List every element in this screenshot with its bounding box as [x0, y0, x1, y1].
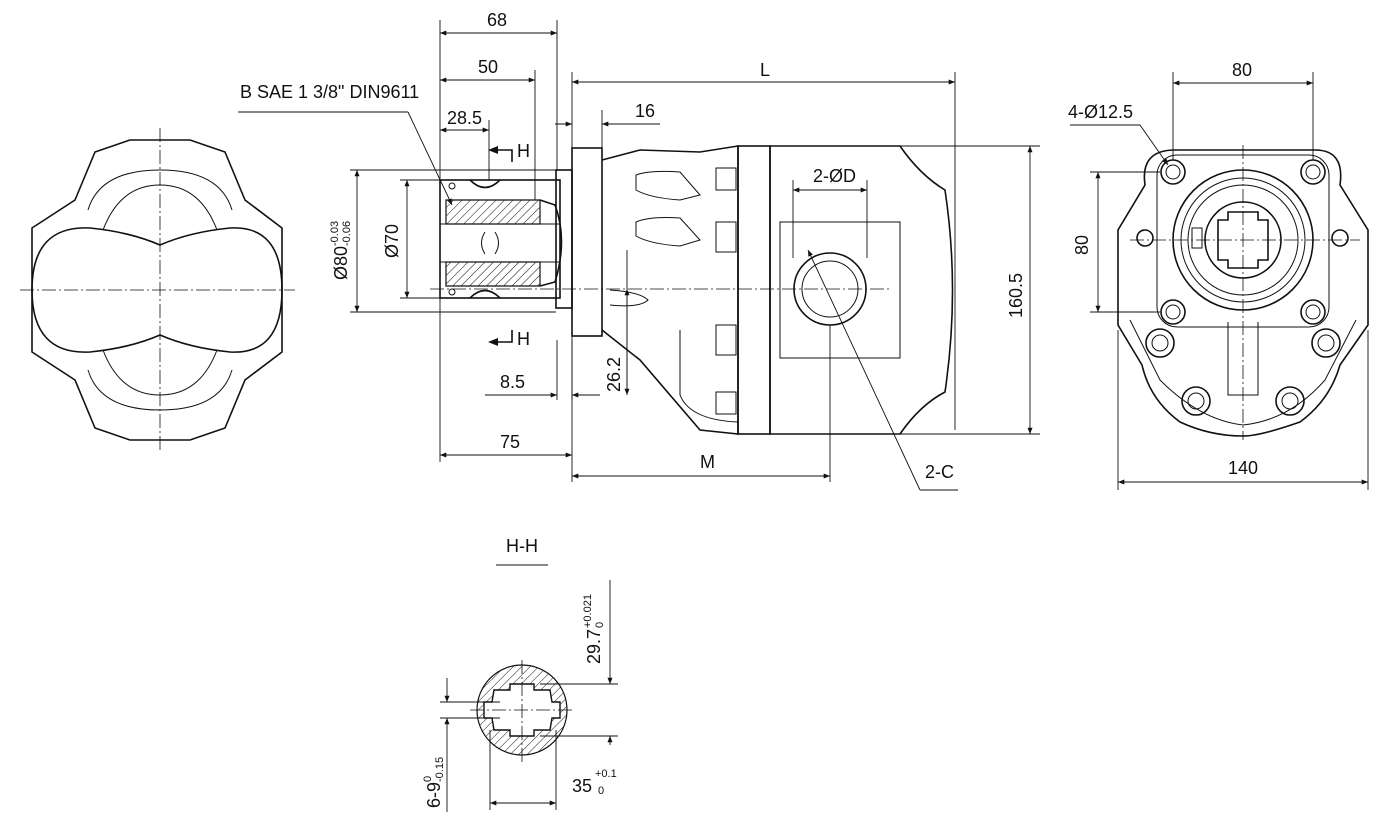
section-mark-top: H [517, 141, 530, 161]
dim-6-9-tol-upper: 0 [422, 776, 434, 782]
rear-view [20, 128, 295, 452]
spline-callout: B SAE 1 3/8" DIN9611 [240, 82, 419, 102]
dim-phi70: Ø70 [382, 224, 402, 258]
dim-29-7: 29.7 [584, 629, 604, 664]
dim-28-5: 28.5 [447, 108, 482, 128]
dim-35: 35 [572, 776, 592, 796]
side-view-dimensions: 68 50 28.5 16 L B SAE 1 3/8" DIN9611 H H [238, 10, 1040, 491]
dim-35-tol-lower: 0 [598, 785, 604, 797]
dim-phi80-tol-lower: -0.06 [341, 221, 353, 246]
section-title: H-H [506, 536, 538, 556]
section-mark-bottom: H [517, 329, 530, 349]
front-view [1117, 145, 1369, 440]
dim-phi80-tol-upper: -0.03 [329, 221, 341, 246]
dim-8-5: 8.5 [500, 372, 525, 392]
dim-phi80: Ø80 [331, 246, 351, 280]
dim-29-7-tol-upper: +0.021 [582, 594, 594, 628]
dim-2-phiD: 2-ØD [813, 166, 856, 186]
side-view [430, 145, 954, 435]
dim-140: 140 [1228, 458, 1258, 478]
dim-6-9: 6-9 [424, 782, 444, 808]
dim-29-7-tol-lower: 0 [594, 622, 606, 628]
dim-6-9-tol-lower: -0.15 [434, 757, 446, 782]
dim-75: 75 [500, 432, 520, 452]
section-h-h: H-H 29.7 +0.021 0 6-9 0 -0.15 35 +0.1 [422, 536, 618, 812]
dim-M: M [700, 452, 715, 472]
dim-L: L [760, 60, 770, 80]
dim-68: 68 [487, 10, 507, 30]
dim-26-2: 26.2 [604, 357, 624, 392]
dim-35-tol-upper: +0.1 [595, 768, 617, 780]
dim-160-5: 160.5 [1006, 273, 1026, 318]
front-view-dimensions: 80 4-Ø12.5 80 140 [1068, 60, 1369, 490]
dim-80-top: 80 [1232, 60, 1252, 80]
callout-2-C: 2-C [925, 462, 954, 482]
callout-holes: 4-Ø12.5 [1068, 102, 1133, 122]
dim-16: 16 [635, 101, 655, 121]
dim-80-side: 80 [1072, 235, 1092, 255]
dim-50: 50 [478, 57, 498, 77]
